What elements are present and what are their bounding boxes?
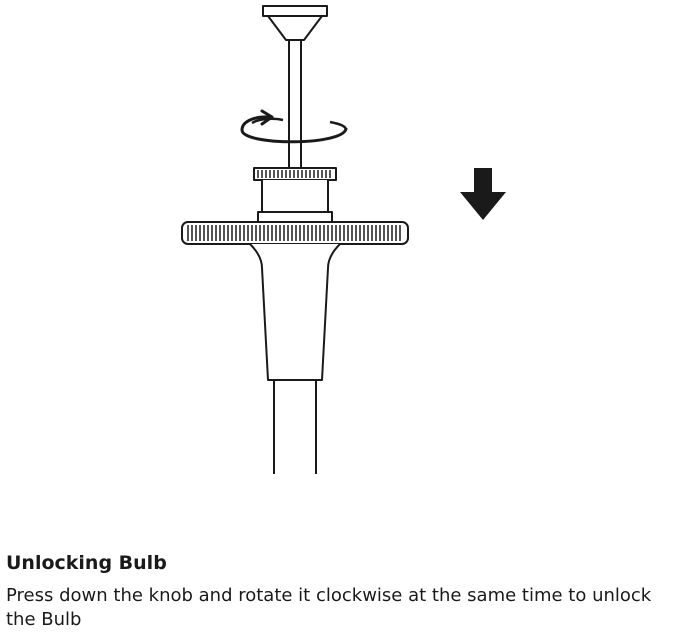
upper-knurled-collar xyxy=(253,167,337,223)
caption-title: Unlocking Bulb xyxy=(6,552,167,574)
caption: Unlocking Bulb Press down the knob and r… xyxy=(6,550,674,632)
unlocking-bulb-illustration xyxy=(181,5,506,474)
locking-wheel xyxy=(181,221,409,245)
clockwise-rotation-arrow-icon xyxy=(240,109,348,144)
lower-tube xyxy=(273,380,317,474)
caption-body: Press down the knob and rotate it clockw… xyxy=(6,585,652,630)
knob-cap xyxy=(262,5,328,41)
bulb-body xyxy=(249,243,341,381)
down-arrow-icon xyxy=(460,168,506,220)
plunger-rod xyxy=(288,40,302,168)
